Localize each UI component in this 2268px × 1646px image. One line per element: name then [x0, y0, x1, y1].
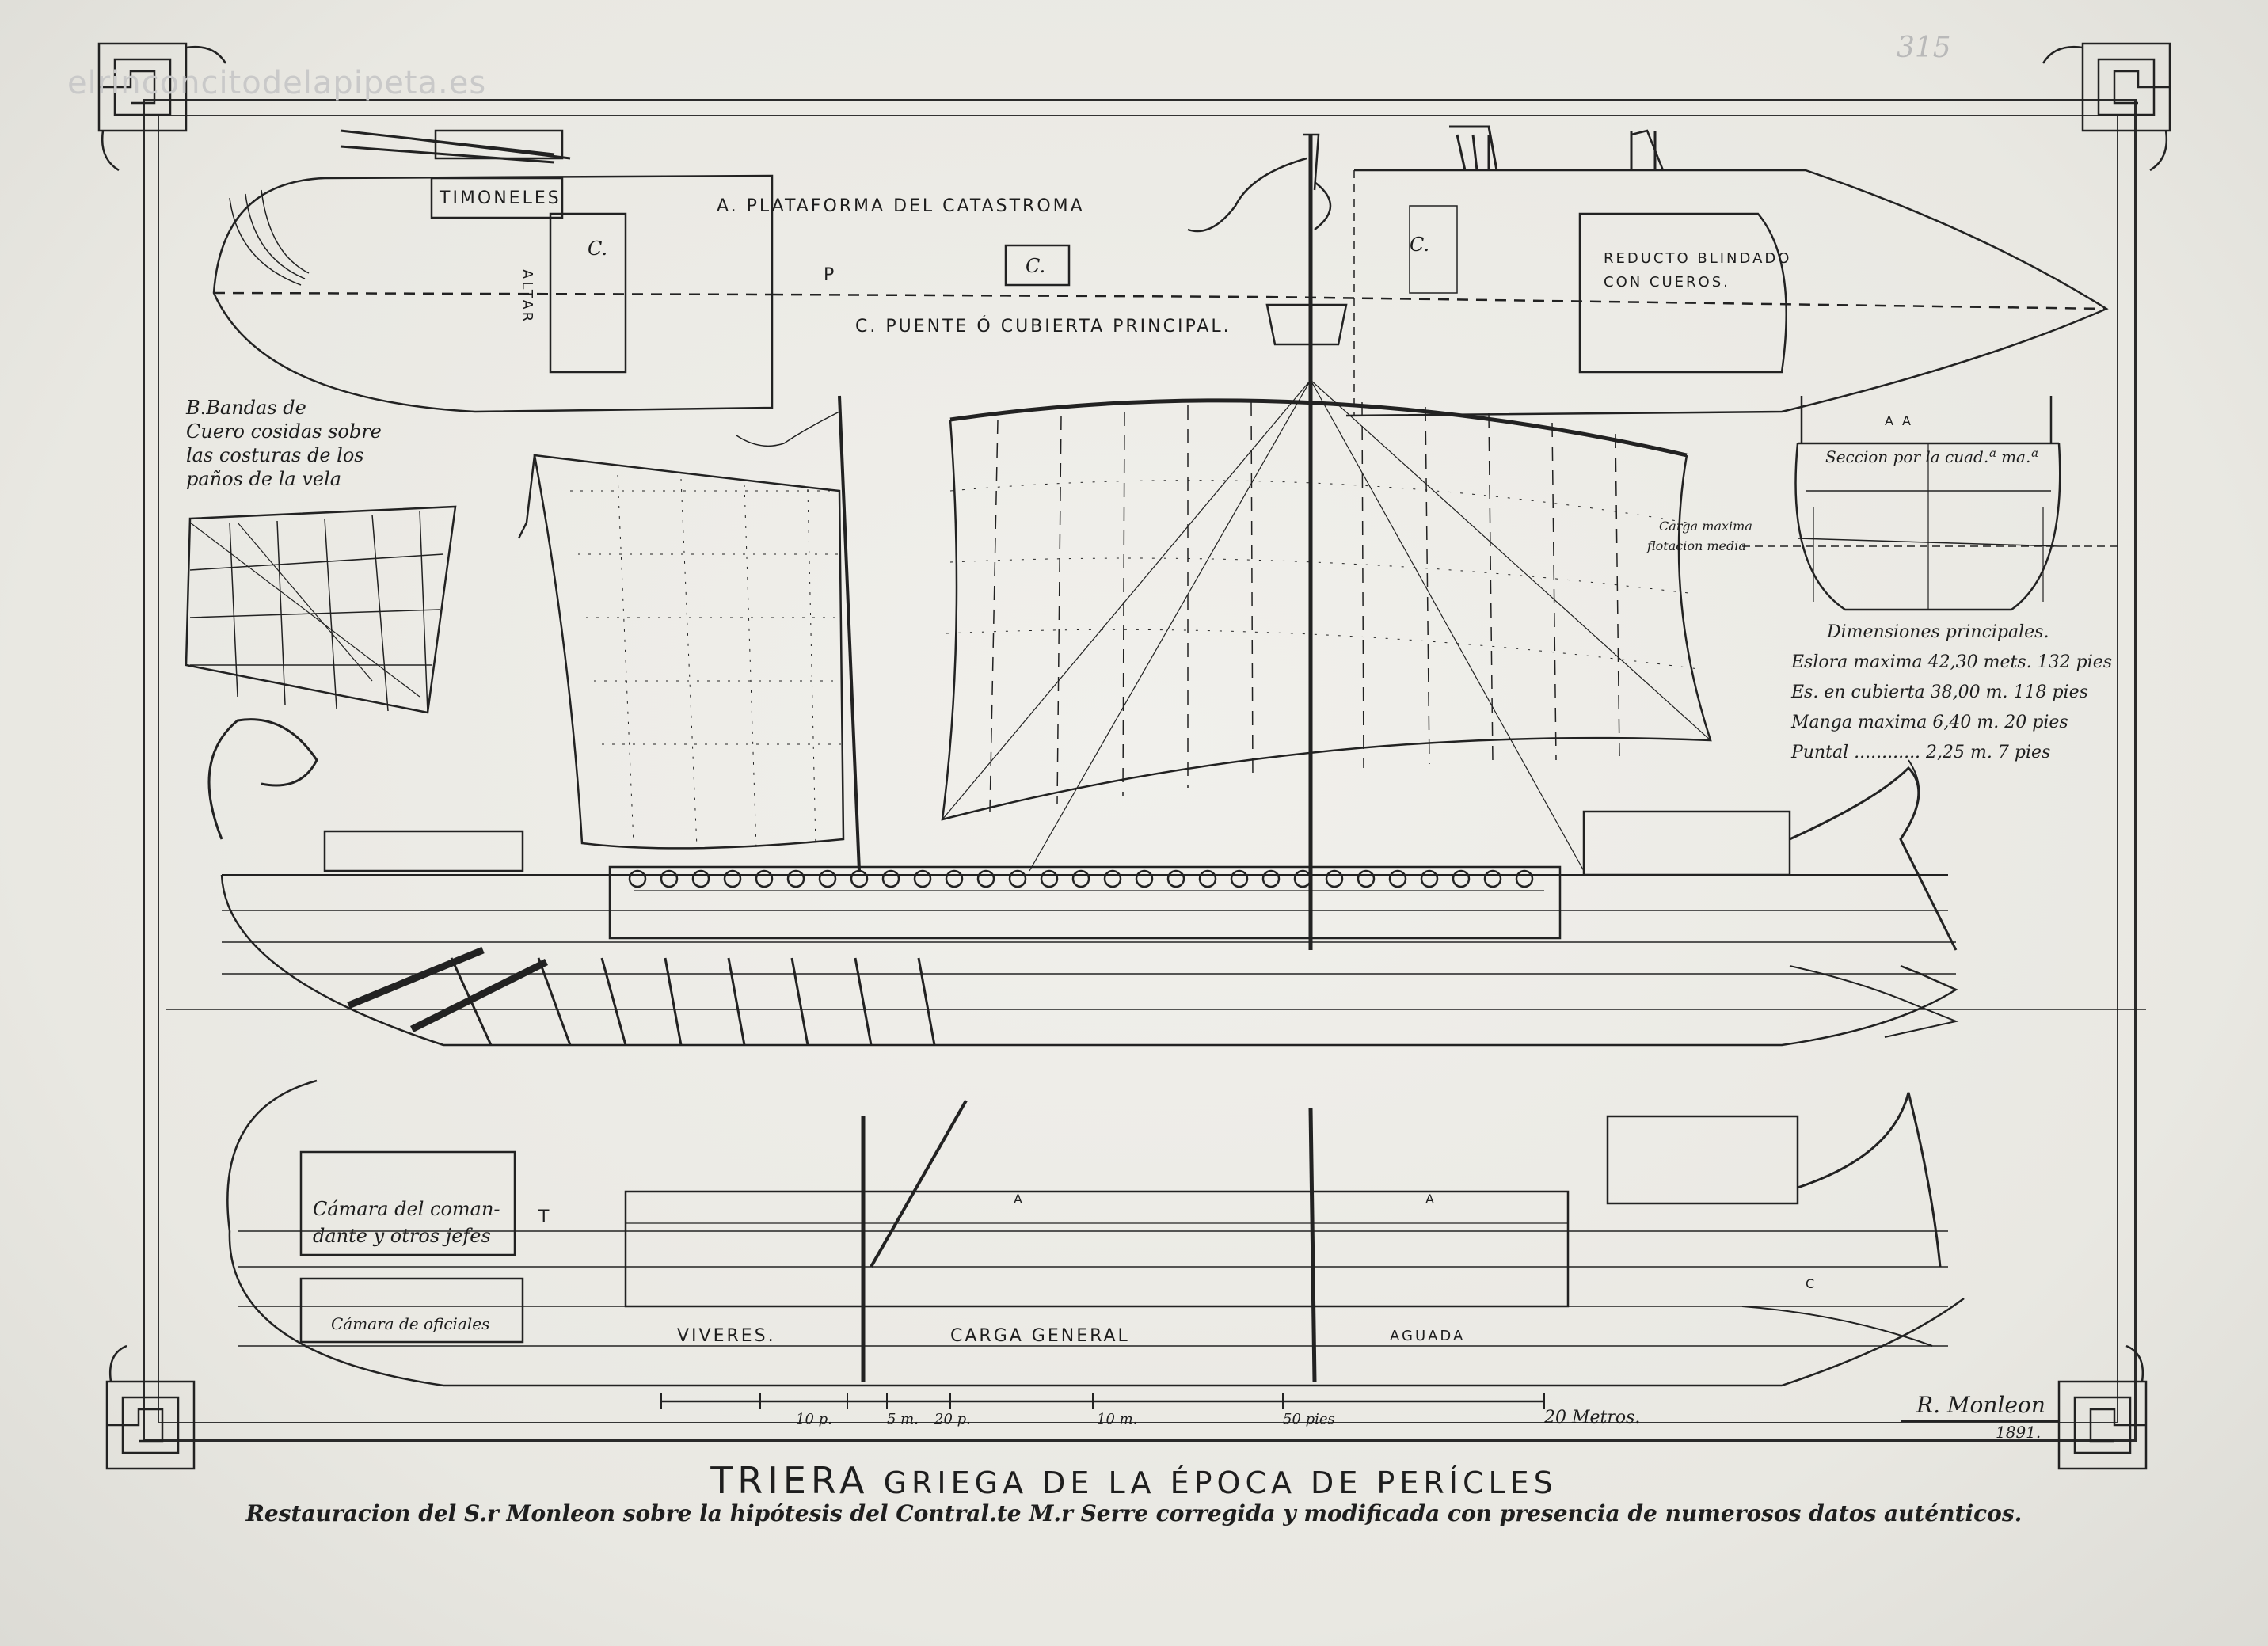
dimension-imperial: 118 pies [2013, 682, 2088, 702]
label-puente: C. PUENTE Ó CUBIERTA PRINCIPAL. [855, 317, 1231, 336]
dimension-metric: 6,40 m. [1932, 713, 2000, 732]
signature-name: R. Monleon [1916, 1392, 2045, 1418]
corner-ornament-top-left [97, 42, 227, 172]
label-a-deck-2: A [1425, 1192, 1437, 1207]
dimension-metric: 2,25 m. [1926, 743, 1992, 762]
label-altar: ALTAR [519, 269, 535, 325]
scale-tick-label: 20 p. [934, 1411, 971, 1427]
deck-plan-stern [212, 129, 1268, 413]
label-flotacion: flotacion media [1647, 538, 1746, 553]
dimension-row: Eslora maxima 42,30 mets. 132 pies [1791, 648, 2112, 678]
label-camara-comandante: Cámara del coman- dante y otros jefes [313, 1198, 500, 1247]
dimension-row: Manga maxima 6,40 m. 20 pies [1791, 708, 2112, 738]
corner-ornament-bottom-right [2057, 1344, 2148, 1470]
label-a-deck-1: A [1014, 1192, 1025, 1207]
label-timoneles: TIMONELES [440, 188, 561, 208]
label-camara-oficiales: Cámara de oficiales [331, 1314, 490, 1333]
plate-title: TRIERA GRIEGA DE LA ÉPOCA DE PERÍCLES [0, 1459, 2268, 1502]
scale-tick-label: 10 p. [796, 1411, 832, 1427]
label-p-mark: P [824, 265, 837, 285]
dimension-imperial: 7 pies [1997, 743, 2051, 762]
dimension-row: Es. en cubierta 38,00 m. 118 pies [1791, 678, 2112, 708]
scale-tick-label: 20 Metros. [1544, 1408, 1641, 1427]
page-number: 315 [1897, 32, 1951, 64]
main-mast [1187, 133, 1348, 950]
dimension-metric: 38,00 m. [1930, 682, 2008, 702]
label-c-mid: C. [1026, 255, 1046, 277]
label-reducto: REDUCTO BLINDADO CON CUEROS. [1604, 250, 1792, 291]
watermark: elrinconcitodelapipeta.es [67, 65, 487, 101]
signature-year: 1891. [1996, 1423, 2042, 1442]
label-c-stern: C. [588, 238, 608, 260]
scale-bar [660, 1393, 1545, 1409]
dimension-label: Manga maxima [1791, 713, 1927, 732]
scale-tick-label: 50 pies [1283, 1411, 1335, 1427]
corner-ornament-bottom-left [105, 1344, 196, 1470]
outer-border [143, 99, 2137, 1442]
label-c-bow: C. [1410, 234, 1430, 256]
label-t-mark: T [538, 1207, 552, 1227]
label-aguada: AGUADA [1390, 1328, 1466, 1344]
fore-sail [517, 395, 861, 872]
label-seccion: Seccion por la cuad.ª ma.ª [1825, 447, 2038, 466]
sail-detail-panel [185, 505, 457, 714]
dimension-metric: 42,30 mets. [1927, 652, 2032, 672]
dimension-imperial: 20 pies [2004, 713, 2068, 732]
dimensions-table: Dimensiones principales. Eslora maxima 4… [1791, 618, 2112, 768]
dimension-imperial: 132 pies [2037, 652, 2113, 672]
title-rest: GRIEGA DE LA ÉPOCA DE PERÍCLES [883, 1465, 1558, 1500]
scale-tick-label: 5 m. [887, 1411, 919, 1427]
deck-plan-bow [1266, 125, 2109, 417]
corner-ornament-top-right [2042, 42, 2171, 172]
label-viveres: VIVERES. [677, 1326, 776, 1346]
title-main: TRIERA [710, 1459, 870, 1502]
label-carga-general: CARGA GENERAL [950, 1326, 1130, 1346]
dimension-row: Puntal ............ 2,25 m. 7 pies [1791, 743, 2051, 762]
label-bandas: B.Bandas de Cuero cosidas sobre las cost… [186, 397, 382, 490]
ship-hull-elevation [166, 718, 2146, 1047]
inner-border [158, 115, 2118, 1423]
label-carga-maxima: Carga maxima [1659, 519, 1752, 534]
label-c-hull: C [1806, 1276, 1817, 1291]
dimensions-title: Dimensiones principales. [1827, 622, 2049, 642]
label-plataforma: A. PLATAFORMA DEL CATASTROMA [717, 196, 1085, 216]
dimension-label: Es. en cubierta [1791, 682, 1925, 702]
label-a-marks: A A [1885, 413, 1913, 428]
midship-section [1742, 396, 2122, 611]
oar-port-row [628, 869, 1534, 888]
scale-tick-label: 10 m. [1097, 1411, 1138, 1427]
dimension-label: Eslora maxima [1791, 652, 1923, 672]
ship-cutaway-section [226, 1079, 1965, 1387]
main-sail [941, 379, 1712, 872]
plate-subtitle: Restauracion del S.r Monleon sobre la hi… [245, 1500, 2023, 1526]
dimension-label: Puntal [1791, 743, 1849, 762]
